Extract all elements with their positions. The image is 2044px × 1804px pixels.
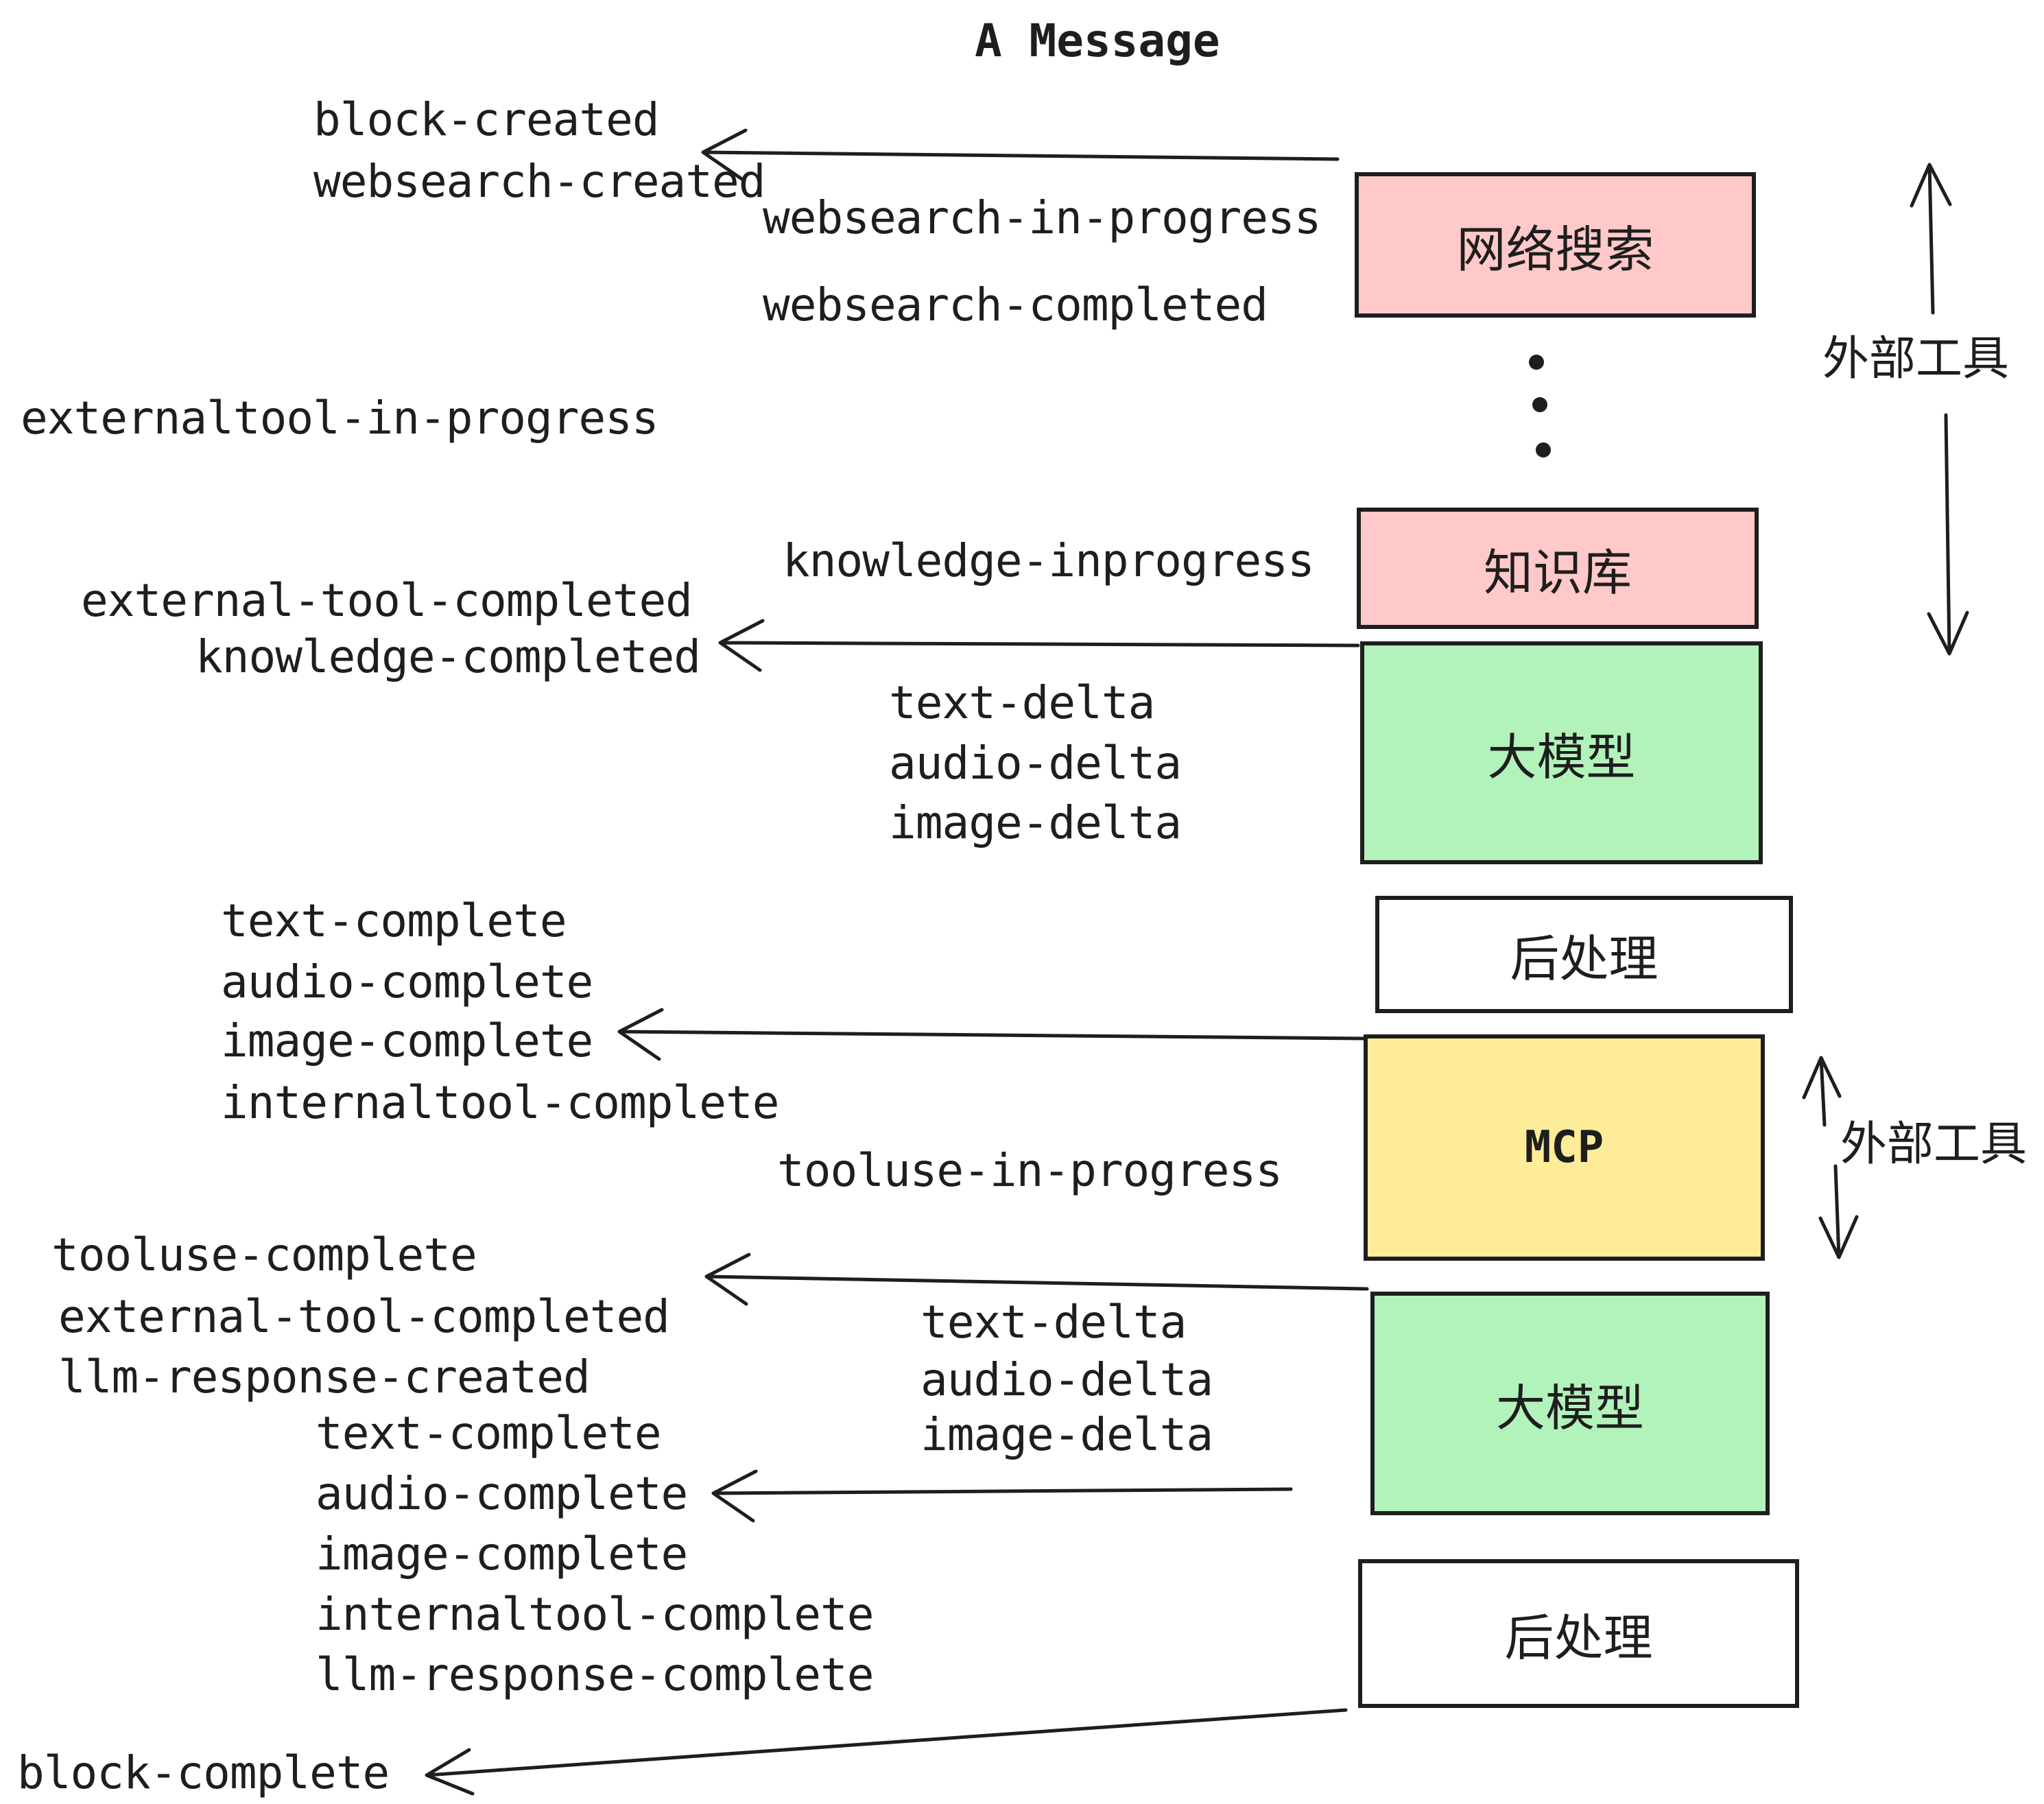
annotation-external-tools-mid: 外部工具 (1840, 1117, 2028, 1172)
arrow-post2-to-block-complete (425, 1708, 1348, 1796)
event-label-tooluse-in-progress: tooluse-in-progress (777, 1144, 1283, 1197)
arrow-mcp-to-image-complete (617, 1008, 1367, 1061)
event-label-llm-response-created: llm-response-created (58, 1351, 591, 1403)
event-label-knowledge-inprogress: knowledge-inprogress (783, 534, 1315, 587)
node-websearch-label: 网络搜索 (1456, 220, 1654, 278)
node-llm-2-label: 大模型 (1495, 1379, 1644, 1437)
node-mcp: MCP (1364, 1034, 1765, 1261)
node-llm-1-label: 大模型 (1487, 728, 1636, 786)
arrow-llm2-to-tooluse-complete (704, 1253, 1369, 1306)
event-label-block-complete: block-complete (17, 1746, 390, 1799)
event-label-block-created: block-created (313, 93, 660, 146)
node-knowledge-base: 知识库 (1357, 508, 1759, 629)
page-title: A Message (975, 14, 1220, 67)
event-label-text-complete-1: text-complete (221, 894, 567, 947)
double-arrow-external-tools-top (1910, 163, 1969, 656)
node-postprocess-1-label: 后处理 (1510, 930, 1659, 988)
arrow-websearch-to-block-created (701, 128, 1340, 182)
node-postprocess-2-label: 后处理 (1504, 1609, 1653, 1667)
event-label-websearch-created: websearch-created (313, 155, 766, 208)
vertical-ellipsis-dots (1529, 355, 1551, 458)
event-label-image-complete-1: image-complete (221, 1014, 593, 1067)
node-postprocess-2: 后处理 (1358, 1559, 1799, 1708)
event-label-llm-response-complete: llm-response-complete (316, 1648, 874, 1701)
event-label-external-tool-completed-2: external-tool-completed (58, 1290, 670, 1343)
event-label-external-tool-completed: external-tool-completed (81, 574, 693, 627)
event-label-text-delta-1: text-delta (889, 676, 1155, 729)
event-label-image-delta-1: image-delta (889, 796, 1182, 849)
node-mcp-label: MCP (1524, 1122, 1604, 1173)
event-label-tooluse-complete: tooluse-complete (51, 1229, 477, 1281)
event-label-audio-complete-2: audio-complete (316, 1467, 688, 1520)
event-label-text-delta-2: text-delta (920, 1296, 1187, 1349)
event-label-audio-delta-2: audio-delta (920, 1353, 1213, 1406)
node-llm-1: 大模型 (1360, 641, 1763, 864)
event-label-text-complete-2: text-complete (316, 1407, 662, 1460)
annotation-external-tools-top: 外部工具 (1822, 332, 2010, 386)
node-knowledge-label: 知识库 (1483, 544, 1632, 602)
arrow-llm1-to-knowledge-completed (718, 619, 1360, 672)
event-label-externaltool-in-progress: externaltool-in-progress (21, 392, 659, 444)
event-label-websearch-completed: websearch-completed (763, 278, 1268, 331)
event-label-knowledge-completed: knowledge-completed (195, 630, 701, 683)
double-arrow-external-tools-mid (1802, 1056, 1859, 1259)
event-label-image-delta-2: image-delta (920, 1408, 1213, 1461)
node-llm-2: 大模型 (1370, 1292, 1770, 1515)
event-label-internaltool-complete-1: internaltool-complete (221, 1076, 779, 1129)
event-label-internaltool-complete-2: internaltool-complete (316, 1588, 874, 1641)
event-label-audio-delta-1: audio-delta (889, 737, 1182, 790)
node-postprocess-1: 后处理 (1375, 896, 1793, 1013)
event-label-image-complete-2: image-complete (316, 1528, 688, 1580)
arrow-to-audio-complete (711, 1469, 1293, 1523)
event-label-audio-complete-1: audio-complete (221, 956, 593, 1008)
event-label-websearch-in-progress: websearch-in-progress (763, 191, 1321, 244)
node-websearch: 网络搜索 (1355, 172, 1756, 318)
